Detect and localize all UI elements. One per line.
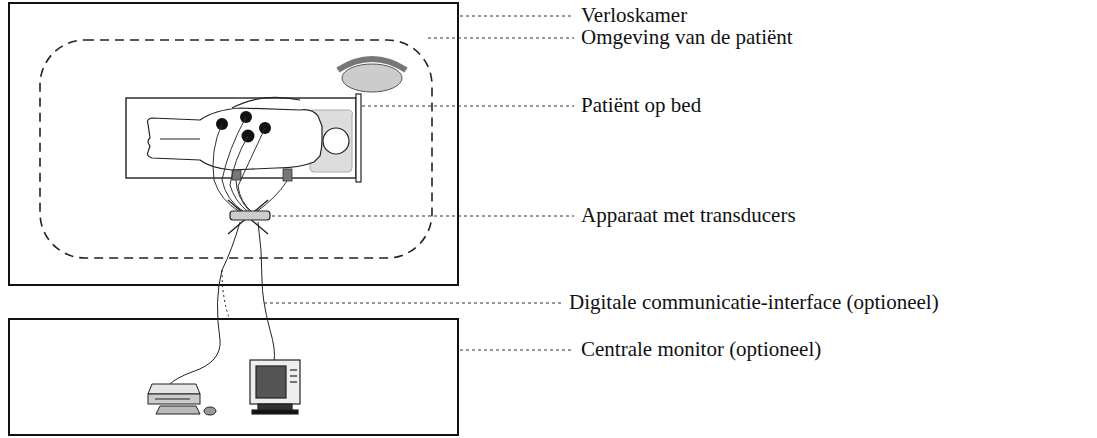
electrodes [216,111,271,143]
environment-outline [40,40,432,258]
patient-figure [148,97,350,170]
patient-cables [213,117,287,212]
callout-label: Patiënt op bed [580,94,702,117]
monitor-device [228,200,270,234]
computer-symbol [148,384,216,415]
callout-label: Verloskamer [580,4,688,27]
callout-label: Digitale communicatie-interface (optione… [568,291,940,314]
callout-label: Omgeving van de patiënt [580,26,794,49]
callout-label: Centrale monitor (optioneel) [580,338,822,361]
bed-outline [126,98,356,178]
headboard [356,94,361,182]
lamp-symbol [338,59,406,92]
callout-label: Apparaat met transducers [580,204,797,227]
leader-lines [264,16,574,350]
monitor-symbol [250,360,300,414]
station-outline [9,319,458,435]
